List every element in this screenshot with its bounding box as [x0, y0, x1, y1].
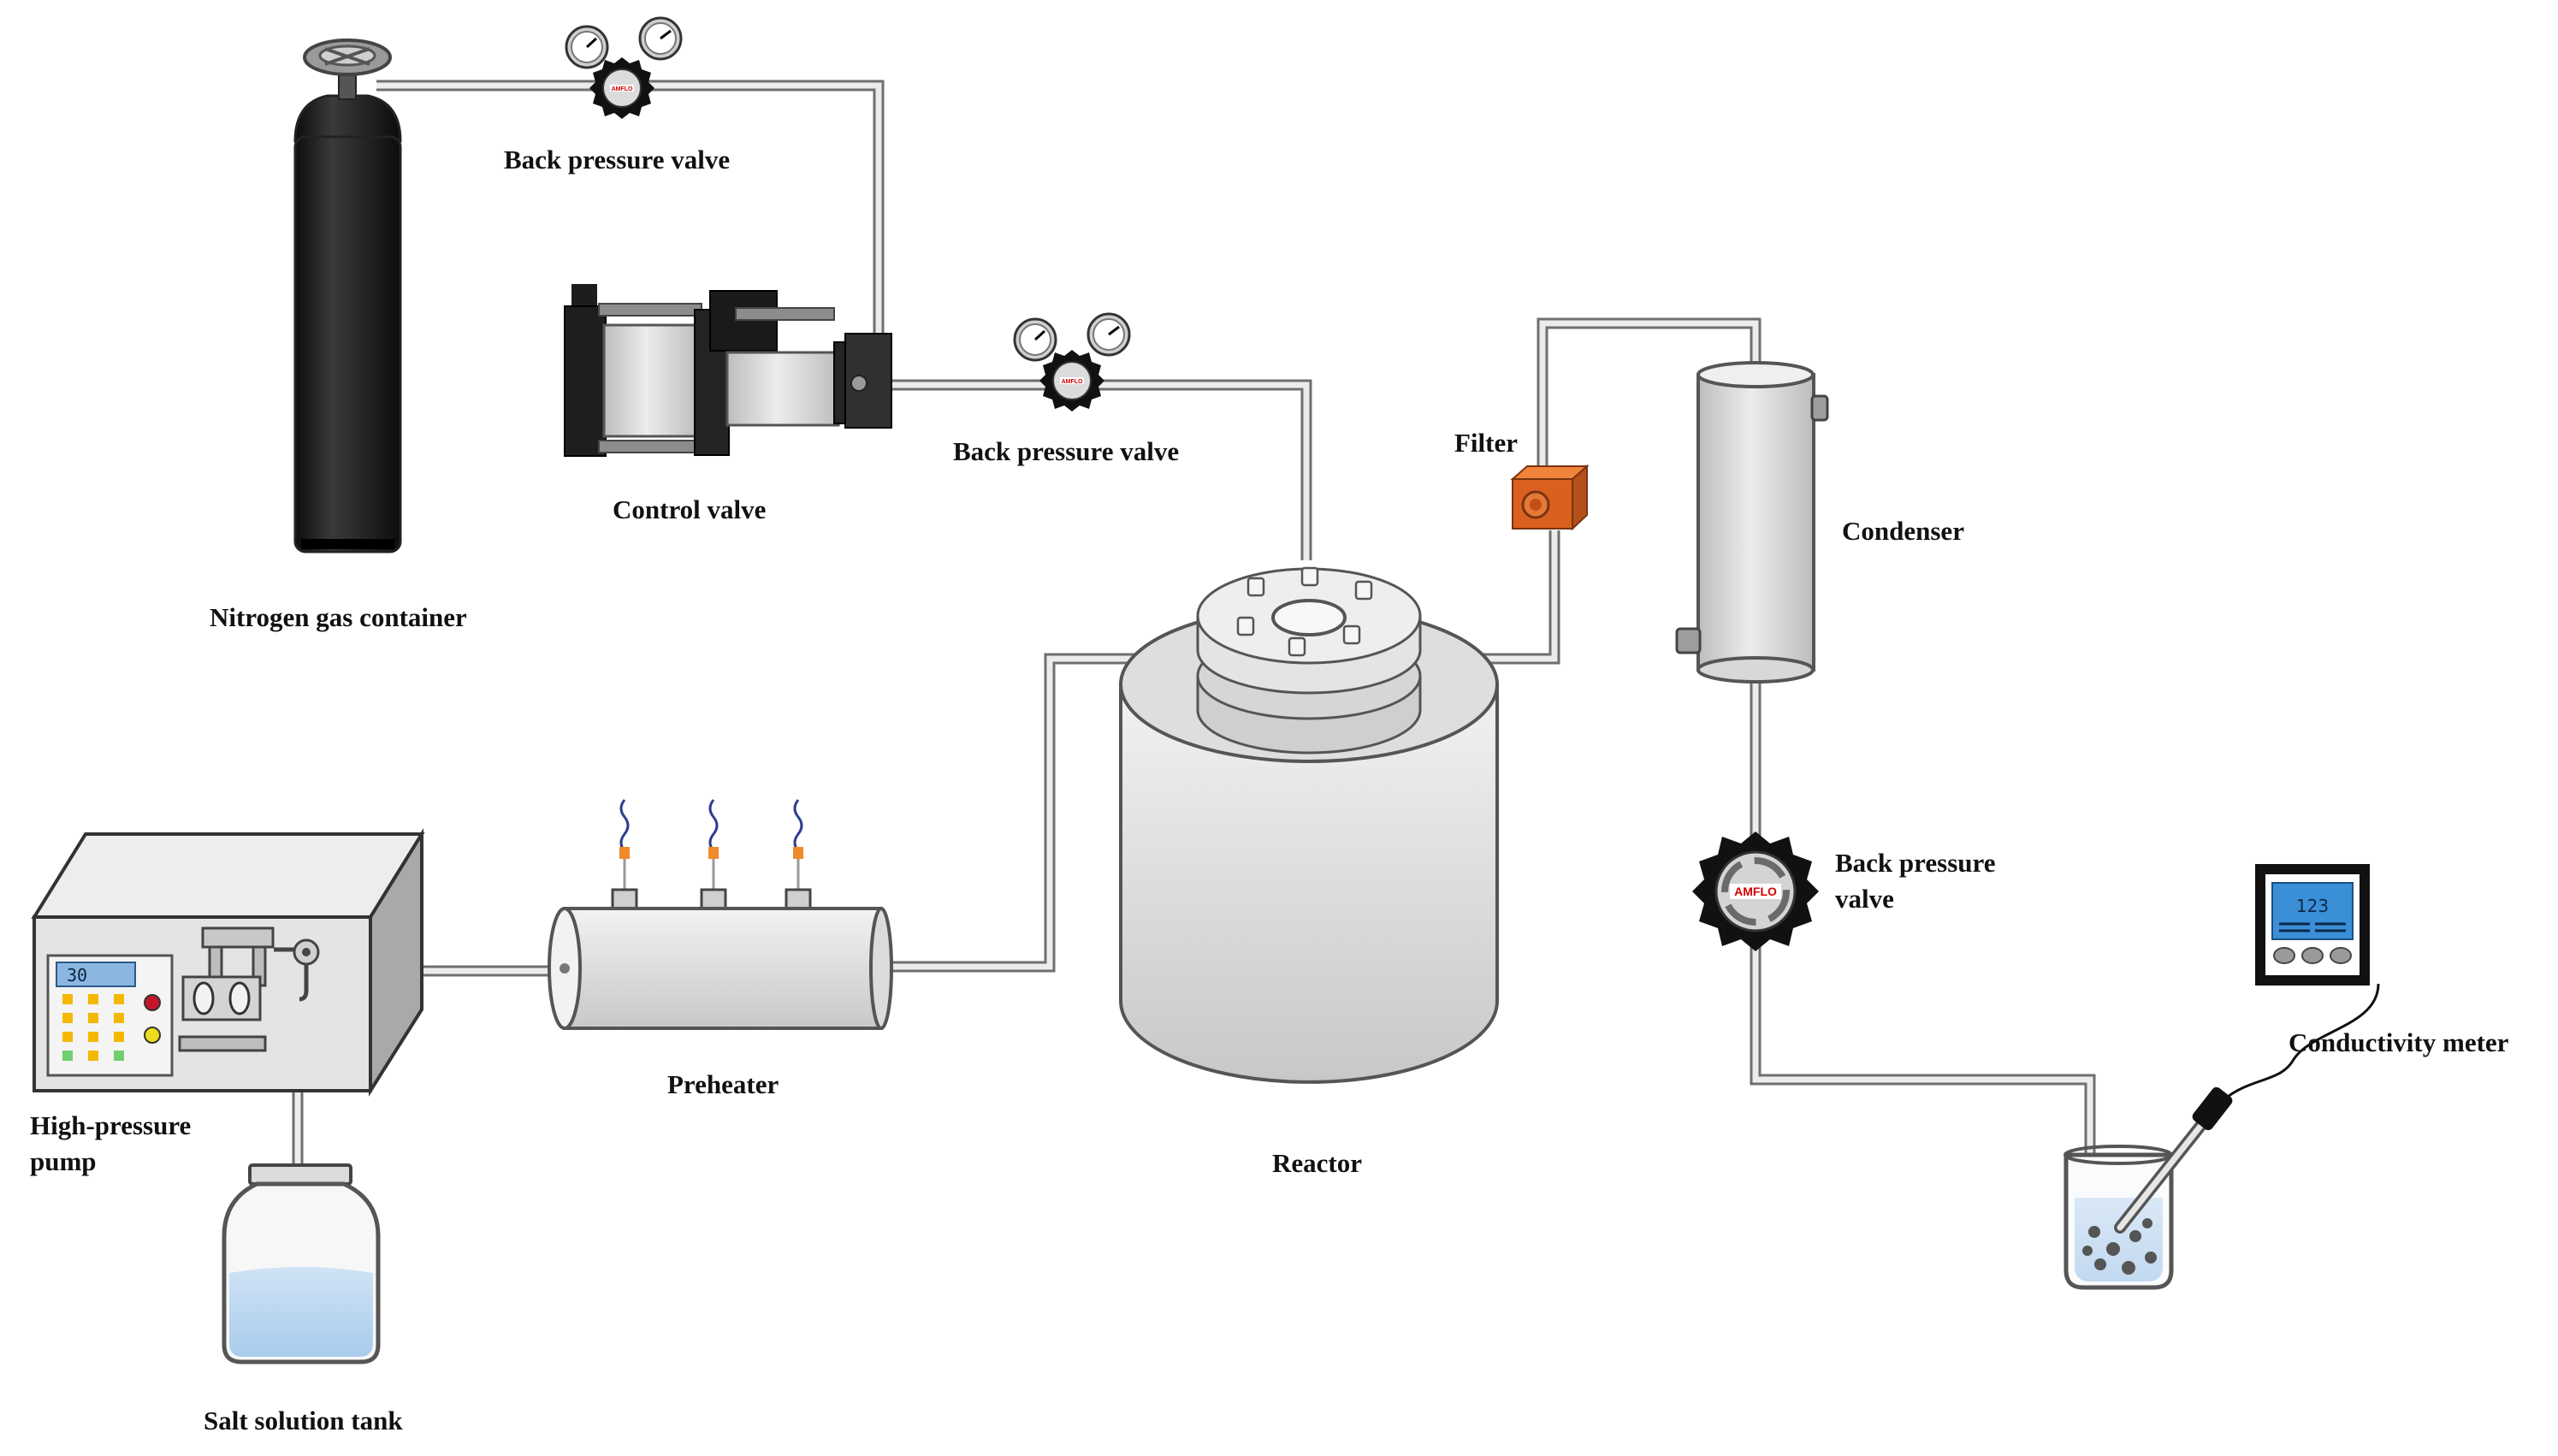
pressure-gauge-icon [565, 25, 609, 69]
label-conductivity-meter: Conductivity meter [2289, 1027, 2509, 1057]
pipe-control-valve-to-reactor [885, 379, 1312, 560]
condenser-coolant-inlet [1675, 627, 1702, 654]
heating-wire-icon [708, 799, 719, 891]
solution-particles [2082, 1218, 2157, 1275]
meter-button-icon[interactable] [2330, 947, 2352, 964]
label-bpv-right-line1: Back pressure [1835, 848, 1996, 878]
pump-start-button-icon[interactable] [144, 1027, 161, 1044]
beaker[interactable] [2064, 1145, 2174, 1290]
heating-wire-icon [793, 799, 803, 891]
pump-display [56, 962, 136, 987]
back-pressure-valve-middle[interactable]: AMFLO [1013, 312, 1131, 411]
back-pressure-valve-right[interactable]: AMFLO [1692, 832, 1819, 951]
conductivity-probe-icon [2114, 1086, 2233, 1234]
filter[interactable] [1510, 464, 1590, 531]
condenser[interactable] [1675, 361, 1829, 684]
label-preheater: Preheater [667, 1069, 779, 1099]
label-high-pressure-pump: High-pressure pump [30, 1108, 191, 1180]
reactor-bolts [1236, 566, 1373, 657]
high-pressure-pump[interactable]: 30 [31, 827, 425, 1097]
label-control-valve: Control valve [613, 494, 767, 524]
pump-display-value: 30 [67, 965, 87, 985]
meter-display-value: 123 [2296, 896, 2329, 916]
nitrogen-gas-container[interactable] [293, 38, 402, 553]
control-valve[interactable] [564, 284, 892, 457]
label-pump-line1: High-pressure [30, 1110, 192, 1140]
salt-solution-tank[interactable] [222, 1163, 381, 1364]
label-pump-line2: pump [30, 1145, 97, 1176]
salt-solution-liquid [229, 1267, 373, 1357]
conductivity-meter[interactable]: 123 [2223, 864, 2380, 1101]
label-nitrogen-gas-container: Nitrogen gas container [210, 602, 467, 632]
valve-brand-text: AMFLO [612, 86, 633, 92]
pump-head [178, 926, 320, 1052]
back-pressure-valve-top[interactable]: AMFLO [565, 16, 683, 119]
label-condenser: Condenser [1842, 516, 1964, 546]
reactor[interactable] [1119, 566, 1499, 1084]
label-reactor: Reactor [1272, 1148, 1362, 1178]
label-back-pressure-valve-top: Back pressure valve [504, 145, 731, 175]
valve-brand-text: AMFLO [1062, 379, 1083, 385]
label-filter: Filter [1454, 428, 1519, 458]
label-back-pressure-valve-right: Back pressure valve [1835, 845, 1995, 917]
pump-keypad[interactable] [62, 994, 124, 1061]
meter-button-icon[interactable] [2301, 947, 2324, 964]
label-bpv-right-line2: valve [1835, 883, 1894, 914]
pressure-gauge-icon [1087, 312, 1131, 357]
pressure-gauge-icon [1013, 317, 1057, 362]
heating-wire-icon [619, 799, 630, 891]
preheater[interactable] [548, 799, 893, 1030]
valve-brand-text: AMFLO [1734, 885, 1777, 898]
condenser-coolant-outlet [1810, 394, 1829, 422]
pressure-gauge-icon [638, 16, 683, 61]
probe-cable [2223, 983, 2380, 1101]
label-back-pressure-valve-middle: Back pressure valve [953, 436, 1180, 466]
label-salt-solution-tank: Salt solution tank [204, 1406, 403, 1435]
meter-button-icon[interactable] [2273, 947, 2295, 964]
pump-stop-button-icon[interactable] [144, 994, 161, 1011]
